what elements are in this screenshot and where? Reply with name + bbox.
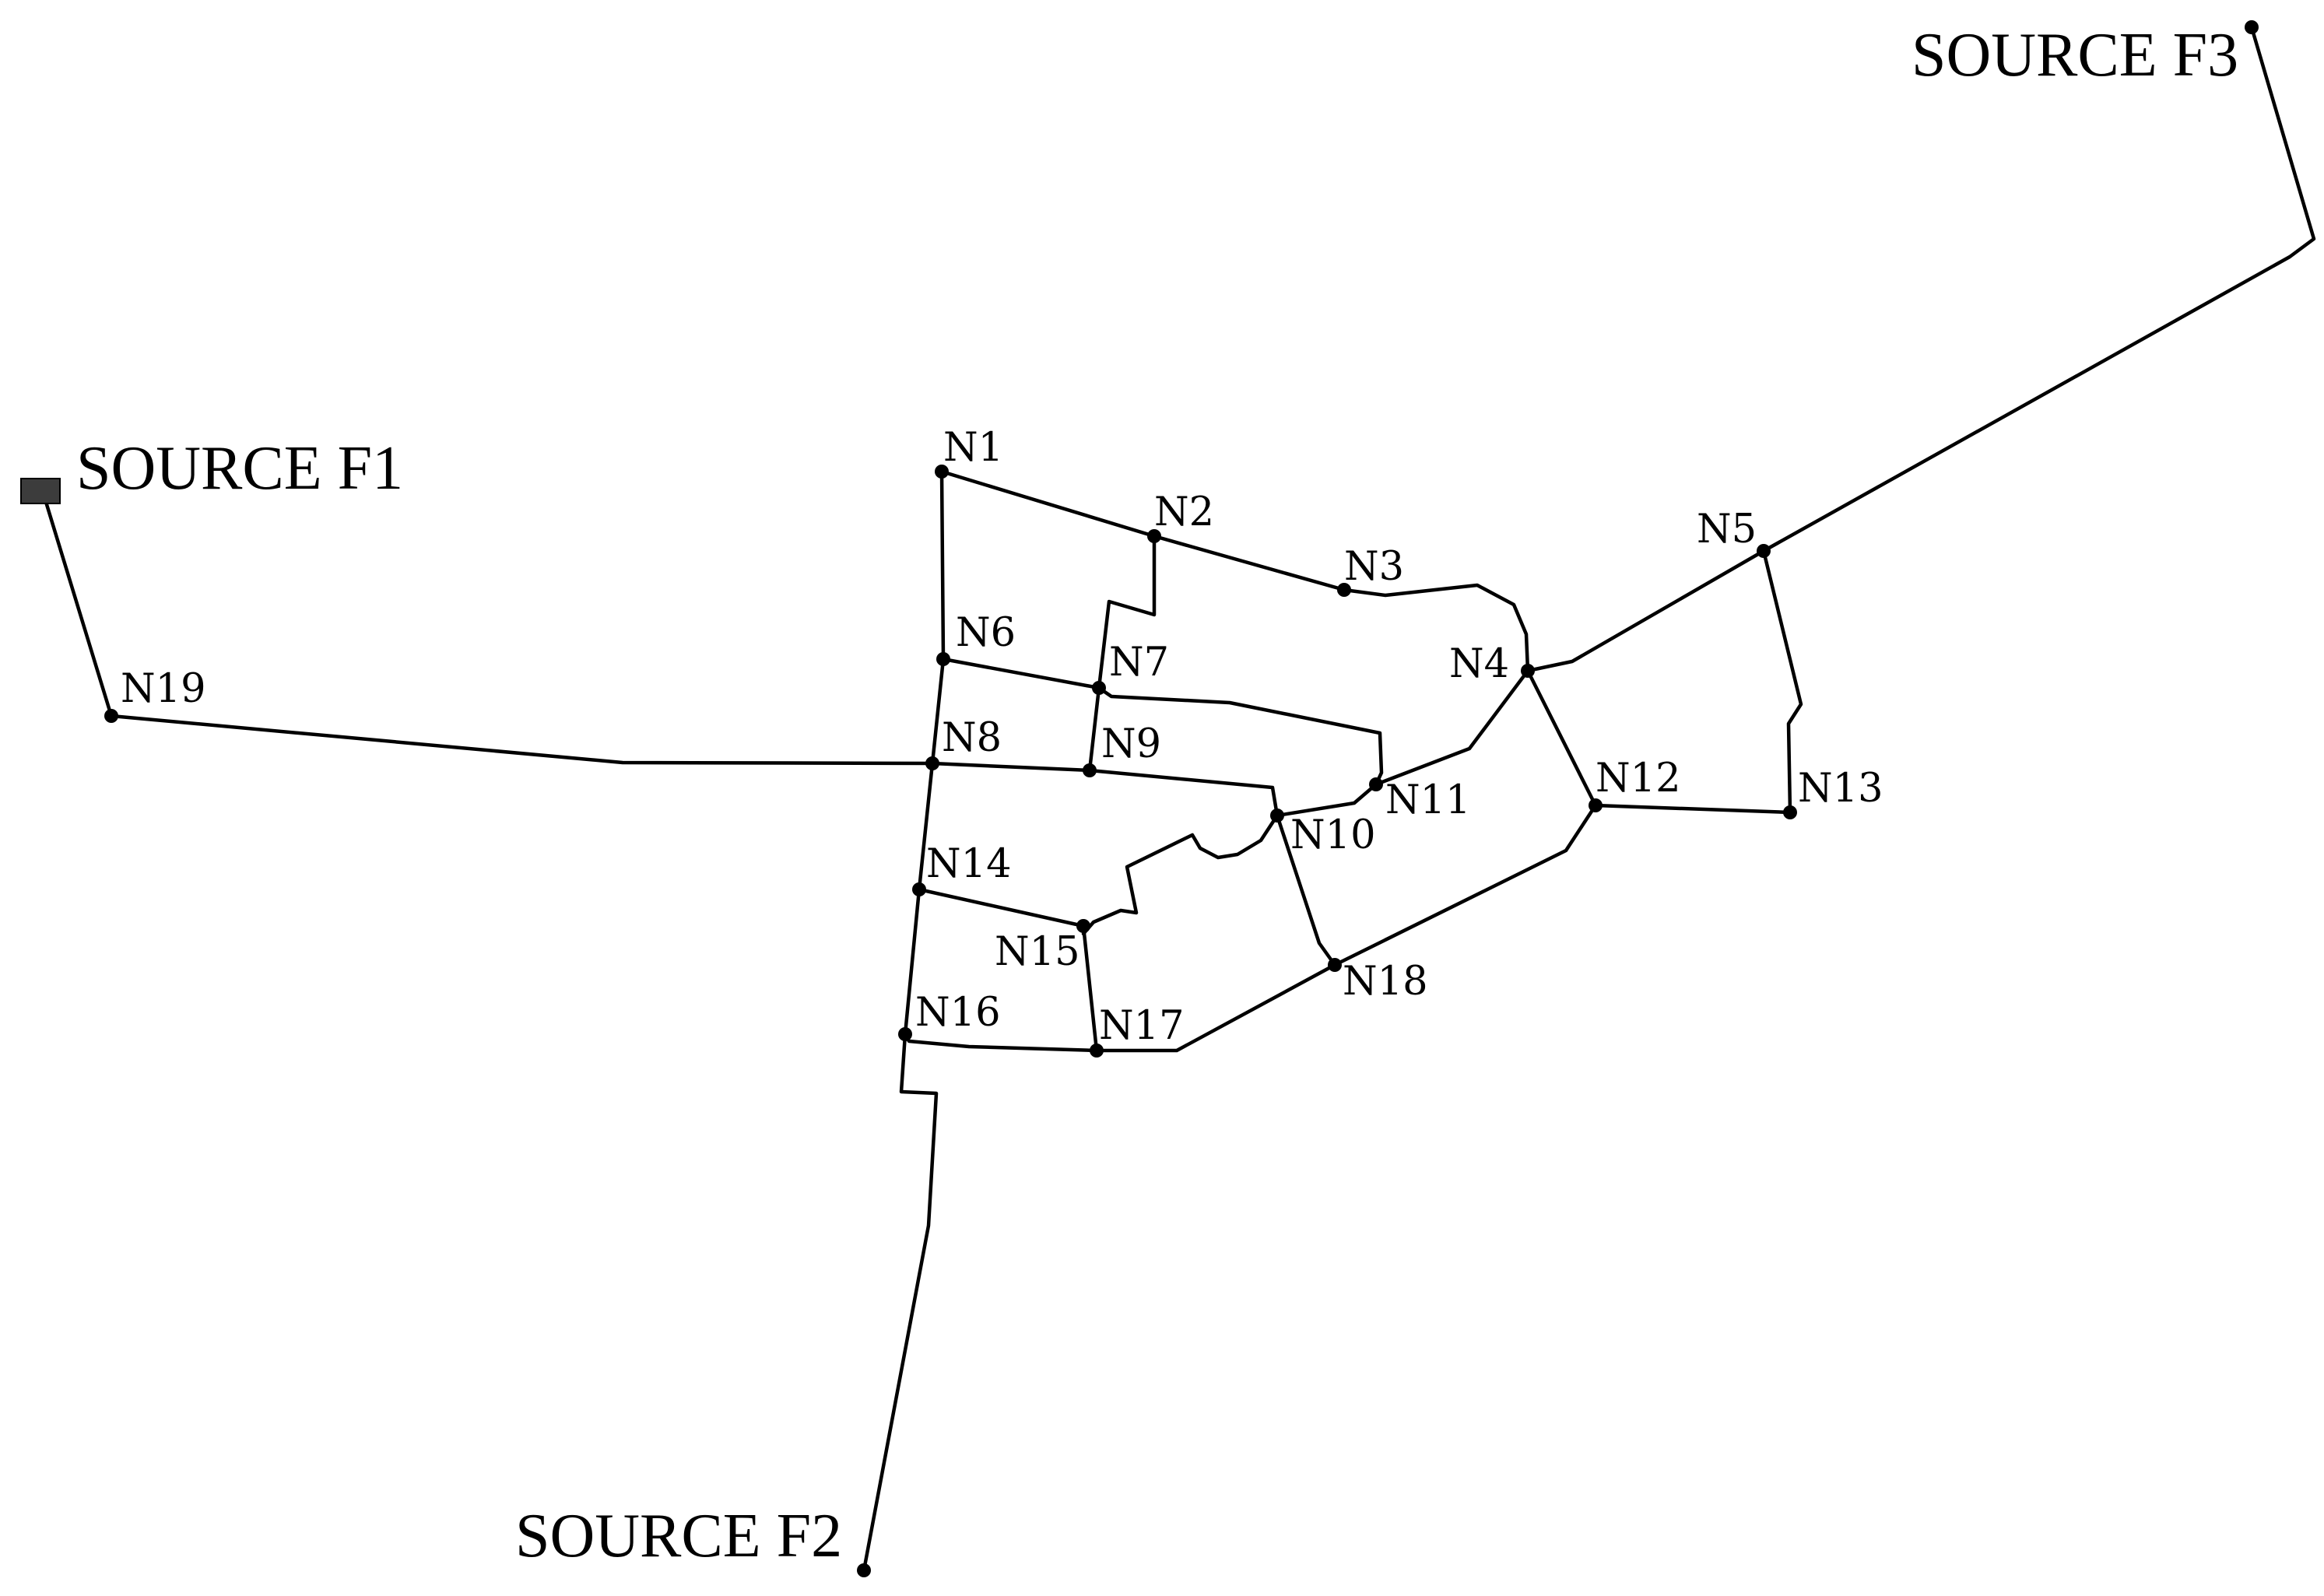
pipe-n4-n12	[1525, 668, 1598, 808]
pipe-n10-n15	[1081, 813, 1280, 936]
node-label-n15: N15	[995, 929, 1080, 975]
pipe-links	[40, 25, 2316, 1573]
pipe-n9-n10	[1087, 768, 1280, 818]
pipe-n14-n16	[903, 887, 922, 1037]
node-dot-n14	[912, 882, 926, 896]
pipe-n2-n3	[1152, 534, 1346, 592]
node-label-n10: N10	[1290, 812, 1376, 858]
node-dot-n3	[1337, 583, 1351, 597]
node-dot-n8	[925, 756, 939, 770]
node-label-n16: N16	[915, 990, 1001, 1036]
node-dot-n17	[1090, 1044, 1104, 1058]
node-dot-n2	[1147, 529, 1161, 543]
node-dot-n19	[104, 709, 118, 723]
pipe-n5-n13	[1761, 549, 1803, 815]
pipe-n10-n18	[1275, 813, 1337, 967]
pipe-n16-f2	[862, 1032, 939, 1573]
node-dot-n18	[1328, 958, 1342, 972]
pipe-n7-n9	[1087, 686, 1101, 773]
node-label-n3: N3	[1344, 544, 1404, 590]
sources	[20, 20, 2259, 1577]
node-label-n18: N18	[1343, 959, 1428, 1005]
pipe-n15-n17	[1081, 924, 1099, 1053]
node-label-n1: N1	[943, 425, 1003, 471]
pipe-n1-n6	[939, 469, 946, 661]
node-labels: N1 N2 N3 N4 N5 N6 N7 N8 N9 N10 N11 N12 N…	[121, 425, 1883, 1049]
node-dot-n12	[1589, 798, 1603, 812]
pipe-n14-n15	[917, 887, 1086, 928]
pipe-n10-n11	[1275, 782, 1378, 818]
node-label-n8: N8	[942, 715, 1002, 761]
node-label-n2: N2	[1154, 489, 1214, 535]
node-label-n17: N17	[1099, 1003, 1185, 1049]
pipe-n3-n4	[1342, 583, 1530, 673]
node-dot-n9	[1083, 763, 1097, 777]
junction-nodes	[104, 465, 1797, 1058]
pipe-n1-n2	[939, 469, 1157, 538]
pipe-n6-n7	[941, 657, 1101, 690]
reservoir-icon-f1	[20, 478, 61, 504]
pipe-f3-n5	[1761, 25, 2316, 553]
node-dot-n1	[935, 465, 949, 479]
node-label-n11: N11	[1385, 777, 1471, 823]
node-dot-n15	[1076, 919, 1090, 933]
pipe-n12-n18	[1332, 803, 1598, 967]
pipe-f1-n19	[40, 489, 114, 718]
node-label-n9: N9	[1101, 721, 1161, 767]
node-dot-n5	[1757, 544, 1771, 558]
pipe-n16-n17	[903, 1032, 1099, 1053]
pipe-n6-n8	[930, 657, 946, 766]
node-label-n4: N4	[1449, 641, 1509, 687]
pipe-n8-n9	[930, 761, 1092, 773]
node-dot-n13	[1783, 805, 1797, 819]
pipe-n17-n18	[1094, 963, 1337, 1053]
source-labels: SOURCE F1 SOURCE F2 SOURCE F3	[76, 21, 2238, 1570]
node-label-n14: N14	[926, 841, 1012, 887]
node-dot-n10	[1270, 809, 1284, 823]
node-dot-n11	[1369, 777, 1383, 791]
pipe-n2-n7	[1097, 534, 1157, 690]
source-label-f1: SOURCE F1	[76, 434, 403, 503]
source-label-f3: SOURCE F3	[1912, 21, 2238, 89]
node-label-n7: N7	[1109, 640, 1169, 686]
node-label-n12: N12	[1596, 756, 1681, 802]
node-label-n6: N6	[956, 610, 1016, 656]
source-point-f3	[2245, 20, 2259, 34]
source-label-f2: SOURCE F2	[515, 1502, 842, 1570]
node-dot-n4	[1521, 664, 1535, 678]
source-point-f2	[857, 1563, 871, 1577]
node-label-n13: N13	[1798, 766, 1883, 812]
pipe-n12-n13	[1593, 803, 1792, 815]
pipe-n5-n4	[1525, 549, 1766, 673]
pipe-n11-n4	[1374, 668, 1530, 787]
pipe-n7-n11	[1097, 686, 1384, 787]
node-label-n19: N19	[121, 666, 206, 712]
pipe-n8-n14	[917, 761, 935, 892]
node-label-n5: N5	[1697, 507, 1757, 552]
pipe-n19-n8	[109, 714, 935, 766]
node-dot-n16	[898, 1027, 912, 1041]
node-dot-n6	[936, 652, 950, 666]
node-dot-n7	[1092, 681, 1106, 695]
